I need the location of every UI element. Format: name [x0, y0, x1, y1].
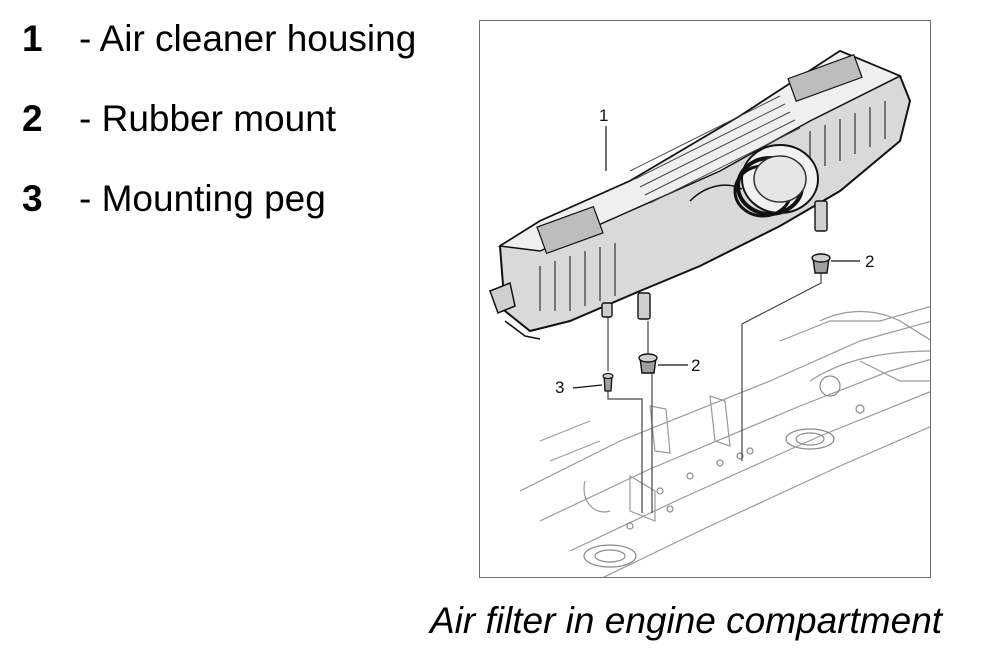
exploded-view-figure: 1 2 2 3 — [479, 20, 931, 578]
callout-3: 3 — [555, 378, 564, 397]
callout-2-upper: 2 — [865, 252, 874, 271]
chassis-line-art — [519, 305, 930, 577]
legend-label: - Mounting peg — [79, 178, 326, 219]
mounting-peg-part — [602, 372, 614, 392]
legend-label: - Rubber mount — [79, 98, 337, 139]
callout-1: 1 — [599, 106, 608, 125]
air-cleaner-housing — [489, 49, 912, 340]
intake-outlet — [689, 144, 819, 218]
legend-label: - Air cleaner housing — [79, 18, 417, 59]
callout-2-lower: 2 — [691, 356, 700, 375]
legend-number: 3 — [22, 178, 43, 219]
rubber-mount-upper — [811, 253, 831, 274]
rubber-mount-lower — [638, 353, 658, 374]
legend-number: 1 — [22, 18, 43, 59]
chassis-holes — [583, 375, 865, 568]
housing-pegs — [601, 200, 828, 320]
legend-number: 2 — [22, 98, 43, 139]
callout-leaders — [572, 126, 860, 389]
figure-caption: Air filter in engine compartment — [430, 600, 943, 641]
air-filter-illustration: 1 2 2 3 — [489, 49, 930, 577]
